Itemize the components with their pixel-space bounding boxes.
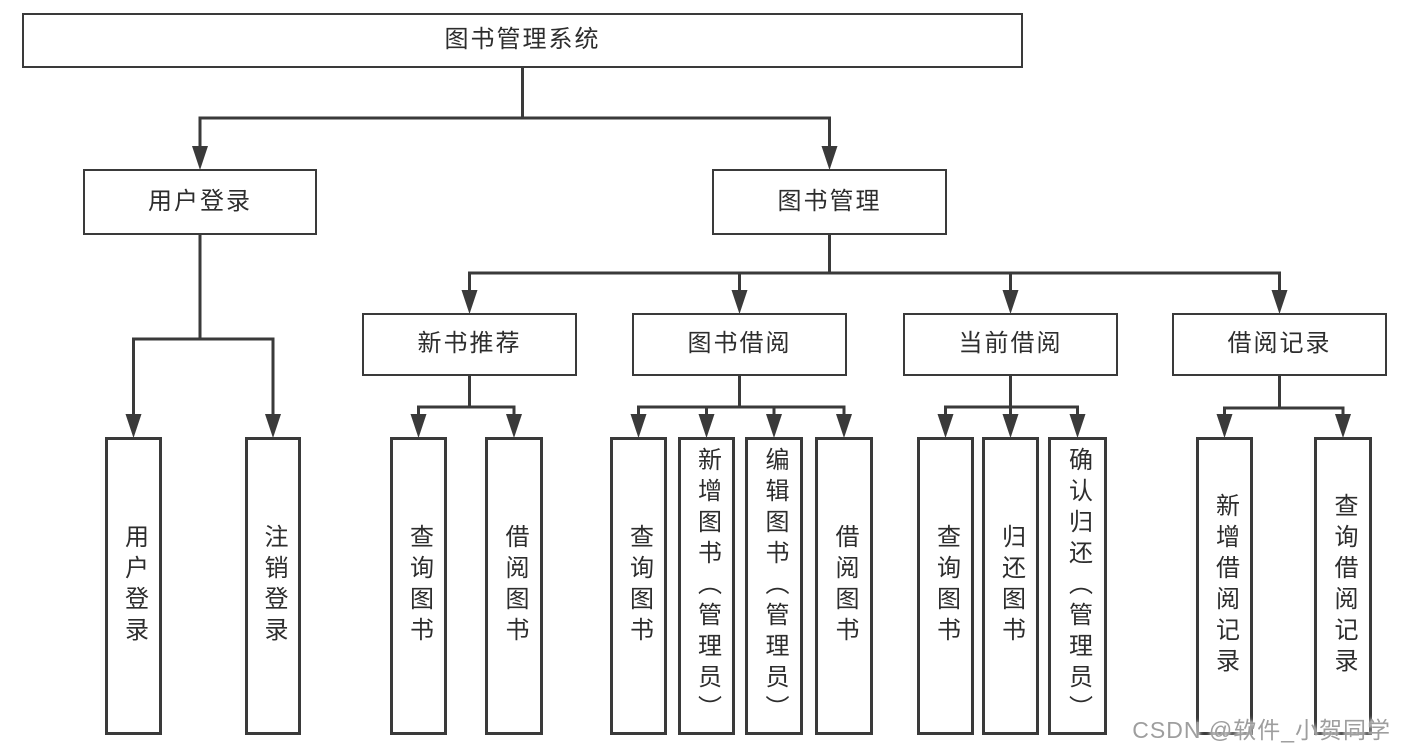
node-book-borrowing: 图书借阅 (632, 313, 847, 376)
arrowhead-icon (1002, 414, 1019, 438)
node-label-leaf-query-borrow-record: 查询借阅记录 (1330, 493, 1357, 679)
node-book-management: 图书管理 (712, 169, 947, 235)
connector-book-borrowing (630, 374, 852, 438)
arrowhead-icon (1069, 414, 1086, 438)
node-leaf-query-borrow-record: 查询借阅记录 (1314, 437, 1372, 735)
node-label-leaf-user-login: 用户登录 (120, 524, 148, 648)
node-leaf-query-books-1: 查询图书 (390, 437, 447, 735)
node-label-leaf-add-books: 新增图书（管理员） (693, 446, 721, 726)
node-label-leaf-query-books-3: 查询图书 (932, 524, 960, 648)
node-user-login: 用户登录 (83, 169, 317, 235)
node-new-book-recommend: 新书推荐 (362, 313, 577, 376)
node-leaf-add-borrow-record: 新增借阅记录 (1196, 437, 1253, 735)
node-label-leaf-return-books: 归还图书 (997, 524, 1025, 648)
connector-borrowing-records (1216, 374, 1351, 438)
node-borrowing-records: 借阅记录 (1172, 313, 1387, 376)
node-leaf-user-login: 用户登录 (105, 437, 162, 735)
node-label-leaf-borrow-books-2: 借阅图书 (831, 524, 858, 648)
node-label-root: 图书管理系统 (444, 26, 601, 54)
connector-book-management (461, 233, 1288, 314)
arrowhead-icon (461, 290, 478, 314)
node-current-borrowing: 当前借阅 (903, 313, 1118, 376)
arrowhead-icon (937, 414, 954, 438)
arrowhead-icon (192, 146, 208, 170)
arrowhead-icon (836, 414, 852, 438)
connector-root (192, 66, 838, 170)
node-leaf-return-books: 归还图书 (982, 437, 1039, 735)
node-leaf-add-books: 新增图书（管理员） (678, 437, 735, 735)
node-label-leaf-query-books-2: 查询图书 (625, 524, 653, 648)
watermark: CSDN @软件_小贺同学 (1132, 717, 1391, 743)
node-label-user-login: 用户登录 (148, 187, 252, 215)
connector-new-book-recommend (410, 374, 522, 438)
connector-current-borrowing (937, 374, 1086, 438)
node-label-leaf-edit-books: 编辑图书（管理员） (761, 446, 788, 726)
arrowhead-icon (506, 414, 522, 438)
node-label-leaf-confirm-return: 确认归还（管理员） (1064, 446, 1092, 726)
node-leaf-query-books-2: 查询图书 (610, 437, 667, 735)
arrowhead-icon (1002, 290, 1019, 314)
node-label-current-borrowing: 当前借阅 (958, 330, 1063, 358)
node-label-book-management: 图书管理 (777, 187, 882, 215)
arrowhead-icon (265, 414, 281, 438)
node-leaf-query-books-3: 查询图书 (917, 437, 974, 735)
node-label-leaf-add-borrow-record: 新增借阅记录 (1211, 493, 1239, 679)
arrowhead-icon (821, 146, 838, 170)
arrowhead-icon (1335, 414, 1351, 438)
arrowhead-icon (630, 414, 647, 438)
node-label-borrowing-records: 借阅记录 (1227, 330, 1332, 358)
node-leaf-borrow-books-1: 借阅图书 (485, 437, 543, 735)
node-label-new-book-recommend: 新书推荐 (417, 330, 522, 358)
node-leaf-logout: 注销登录 (245, 437, 301, 735)
node-root: 图书管理系统 (22, 13, 1023, 68)
arrowhead-icon (1271, 290, 1288, 314)
arrowhead-icon (125, 414, 142, 438)
node-label-leaf-logout: 注销登录 (260, 524, 287, 648)
connector-user-login (125, 233, 281, 438)
node-label-leaf-query-books-1: 查询图书 (405, 524, 433, 648)
arrowhead-icon (731, 290, 748, 314)
arrowhead-icon (698, 414, 715, 438)
arrowhead-icon (766, 414, 782, 438)
arrowhead-icon (1216, 414, 1233, 438)
node-leaf-edit-books: 编辑图书（管理员） (745, 437, 803, 735)
node-leaf-confirm-return: 确认归还（管理员） (1048, 437, 1107, 735)
node-label-leaf-borrow-books-1: 借阅图书 (501, 524, 528, 648)
node-label-book-borrowing: 图书借阅 (687, 330, 792, 358)
arrowhead-icon (410, 414, 427, 438)
node-leaf-borrow-books-2: 借阅图书 (815, 437, 873, 735)
